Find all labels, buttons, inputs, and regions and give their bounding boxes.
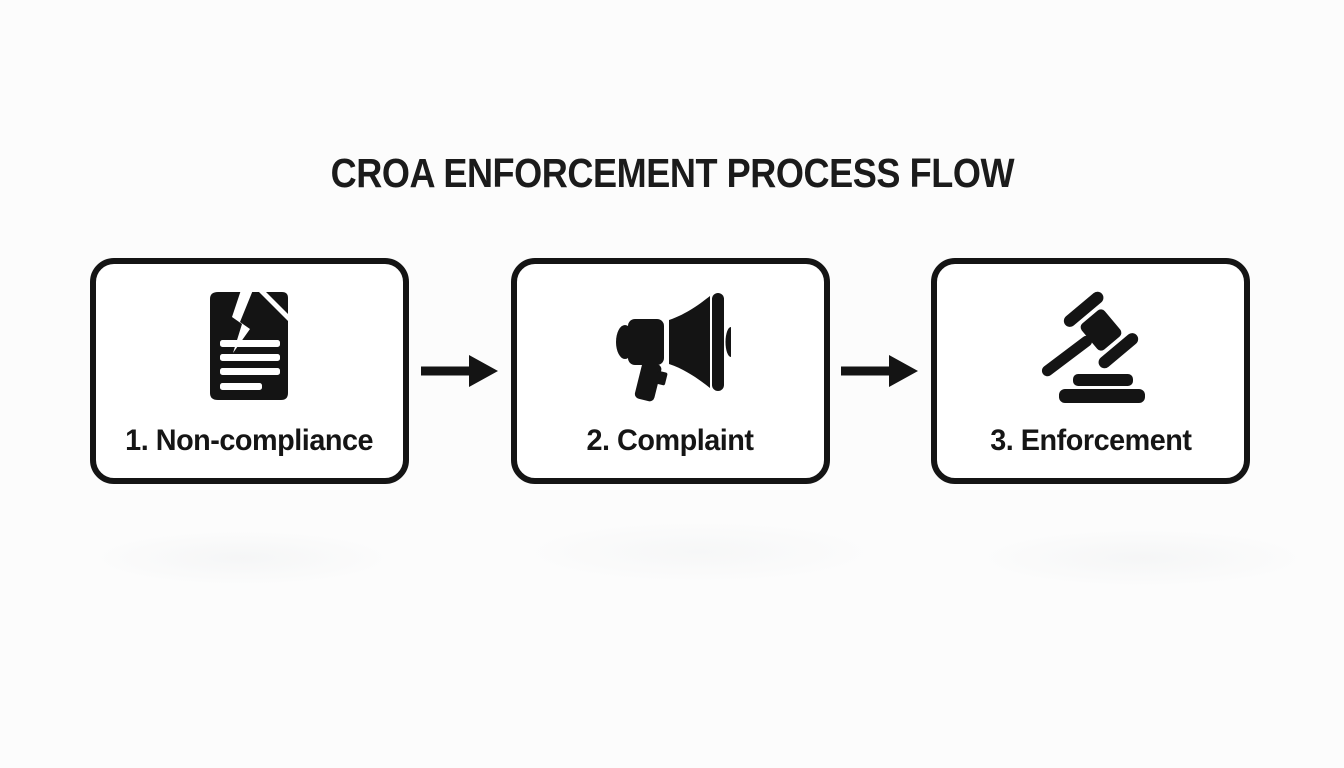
megaphone-icon <box>609 290 731 402</box>
step-label: 3. Enforcement <box>989 424 1192 457</box>
step-box-enforcement: 3. Enforcement <box>931 258 1250 484</box>
arrow-right-icon <box>841 351 919 391</box>
step-box-non-compliance: 1. Non-compliance <box>90 258 409 484</box>
broken-document-icon <box>208 290 292 402</box>
step-label: 2. Complaint <box>586 424 754 457</box>
gavel-icon <box>1029 290 1153 403</box>
process-flow-row: 1. Non-compliance <box>90 258 1250 484</box>
step-box-complaint: 2. Complaint <box>510 258 830 484</box>
page-title: CROA ENFORCEMENT PROCESS FLOW <box>0 150 1344 197</box>
arrow-right-icon <box>420 351 499 391</box>
background-artifact <box>0 498 1344 618</box>
page-title-text: CROA ENFORCEMENT PROCESS FLOW <box>330 150 1014 196</box>
step-label: 1. Non-compliance <box>125 424 374 457</box>
